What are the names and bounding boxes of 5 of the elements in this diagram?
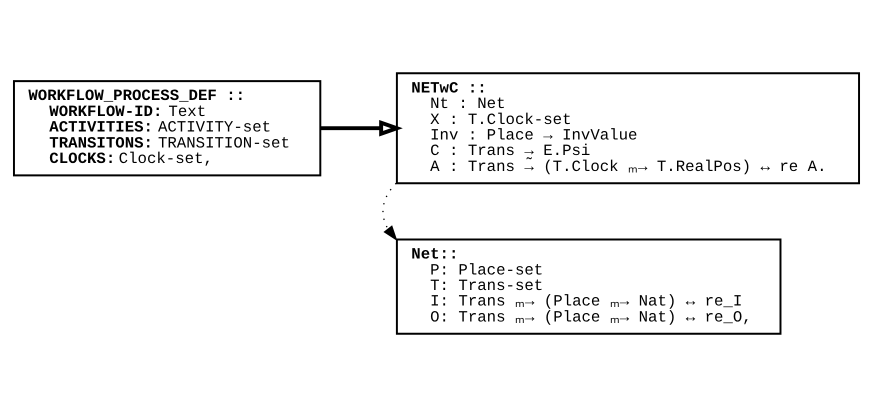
arrow [382, 182, 398, 242]
arrow [320, 120, 403, 136]
node-box: NETwC :: Nt : Net X : T.Clock-set Inv : Place → InvValue C : Trans → E.Psi A : Trans →̃ (T.Clock ₘ→ T.RealPos) ↔ re A. [396, 72, 860, 184]
node-box: WORKFLOW_PROCESS_DEF :: WORKFLOW-ID: Text ACTIVITIES: ACTIVITY-set TRANSITONS: TRANSITION-set CLOCKS: Clock-set, [12, 80, 322, 176]
node-box: Net:: P: Place-set T: Trans-set I: Trans ₘ→ (Place ₘ→ Nat) ↔ re_I O: Trans ₘ→ (Place ₘ→ Nat) ↔ re_O, [396, 238, 782, 335]
